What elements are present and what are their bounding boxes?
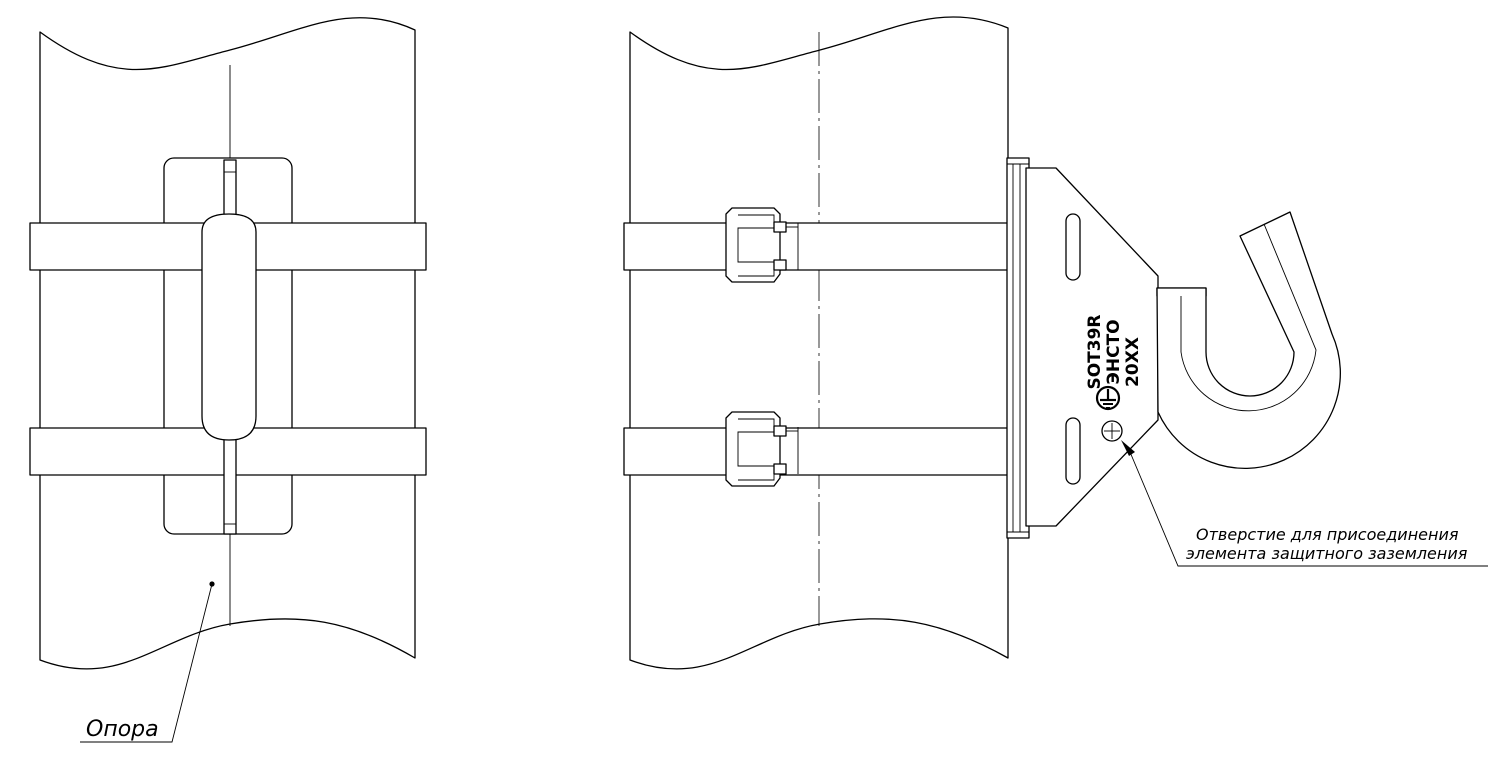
right-strap-lower — [623, 427, 1077, 476]
hole-leader-line — [1129, 451, 1488, 567]
marking-line-2: ЭНСТО — [1104, 319, 1124, 384]
bracket-body — [1025, 167, 1159, 527]
bracket-slot-lower — [1065, 417, 1081, 485]
grounding-hole — [1101, 420, 1123, 442]
left-rod-upper — [223, 159, 237, 223]
strap-buckle-upper — [725, 207, 799, 283]
left-view: Опора — [29, 17, 427, 743]
hook-centerline — [1180, 223, 1317, 412]
support-label: Опора — [86, 717, 159, 742]
right-strap-upper — [623, 222, 1077, 271]
bracket-marking: SOT39R ЭНСТО 20XX — [1085, 314, 1143, 389]
hole-label-line-1: Отверстие для присоединения — [1196, 525, 1459, 544]
left-leader-line — [80, 583, 213, 743]
right-view: SOT39R ЭНСТО 20XX Отверстие для присоеди… — [623, 16, 1488, 670]
left-pole-outline — [39, 17, 416, 670]
right-pole-outline — [629, 16, 1009, 670]
marking-line-1: SOT39R — [1085, 314, 1105, 389]
marking-line-3: 20XX — [1123, 337, 1143, 387]
strap-buckle-lower — [725, 411, 799, 487]
earth-ground-icon — [1095, 385, 1121, 411]
hole-label-line-2: элемента защитного заземления — [1186, 544, 1468, 563]
left-rod-lower — [223, 433, 237, 535]
left-cylinder-body — [201, 213, 257, 441]
hook-body — [1156, 211, 1341, 469]
hole-leader-arrow — [1121, 440, 1135, 456]
bracket-slot-upper — [1065, 213, 1081, 281]
